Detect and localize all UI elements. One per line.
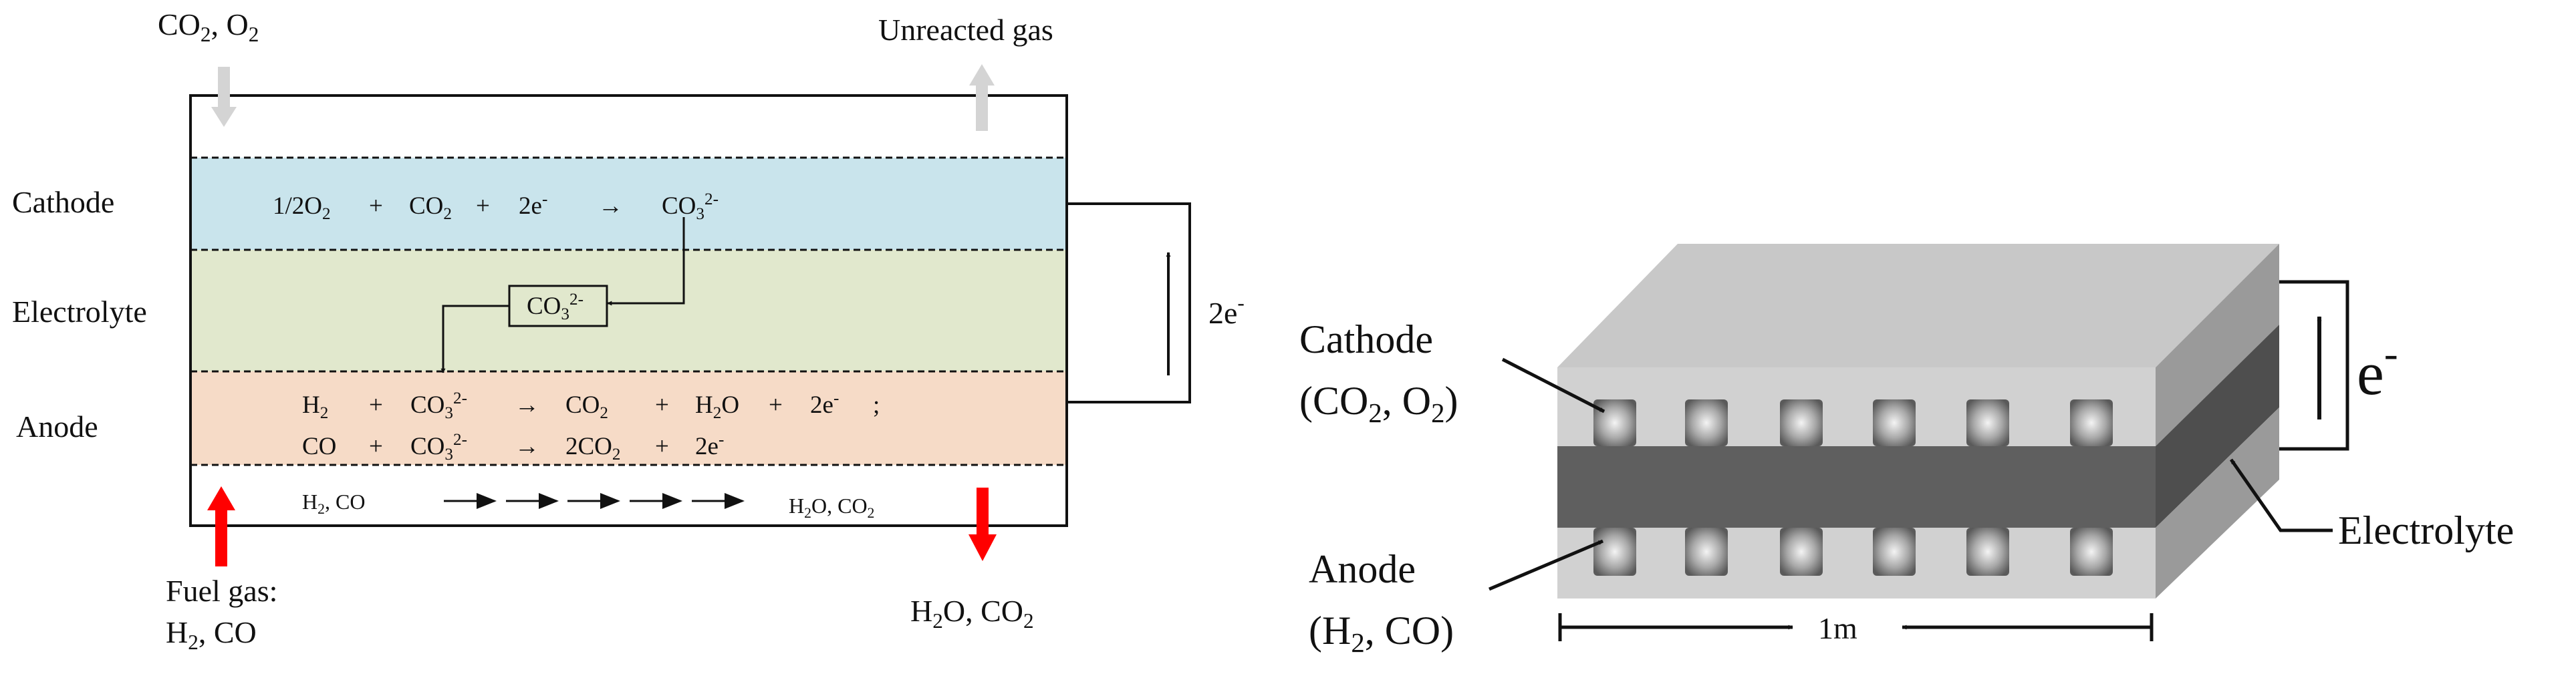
electron-label-right: e- — [2357, 330, 2398, 407]
cathode-inlet-label: CO2, O2 — [158, 7, 259, 46]
unreacted-gas-arrow — [969, 64, 995, 131]
carbonate-ion: CO32- — [527, 291, 584, 323]
block-front-lower — [1557, 528, 2156, 599]
external-circuit — [1067, 202, 1191, 403]
fuel-inlet-arrow — [207, 486, 235, 566]
electrolyte-label: Electrolyte — [12, 295, 147, 329]
layer-separators — [190, 156, 1067, 466]
fuel-gas-label: Fuel gas:H2, CO — [166, 574, 277, 654]
electrolyte-pointer — [2229, 458, 2333, 532]
anode-reaction-1: H2+CO32-→CO2+H2O+2e-; — [302, 389, 880, 422]
cell-3d-block: Cathode(CO2, O2) Anode(H2, CO) Electroly… — [1299, 244, 2514, 658]
block-side-upper — [2156, 244, 2279, 446]
fuel-channel-outlet-text: H2O, CO2 — [789, 494, 874, 521]
fuel-outlet-label: H2O, CO2 — [910, 594, 1034, 633]
unreacted-gas-label: Unreacted gas — [878, 13, 1053, 47]
dimension-label: 1m — [1818, 611, 1857, 645]
cathode-label: Cathode — [12, 185, 114, 219]
anode-label: Anode — [16, 409, 98, 444]
external-circuit-right — [2279, 280, 2349, 451]
cathode-band — [190, 158, 1067, 250]
block-front-electrolyte — [1557, 446, 2156, 528]
electrolyte-band — [190, 250, 1067, 371]
anode-channels — [1593, 528, 2113, 576]
cathode-reaction: 1/2O2+CO2+2e-→CO32- — [273, 190, 719, 223]
electron-label-left: 2e- — [1208, 291, 1245, 330]
carbonate-path-in — [607, 217, 685, 306]
fuel-outlet-arrow — [969, 488, 997, 561]
electrolyte-label-3d: Electrolyte — [2338, 508, 2514, 552]
width-dimension — [1558, 613, 2154, 641]
fuel-channel-inlet-text: H2, CO — [302, 490, 365, 517]
cathode-inlet-arrow — [211, 67, 237, 127]
block-side-electrolyte — [2156, 325, 2279, 528]
block-side-lower — [2156, 407, 2279, 599]
anode-pointer — [1489, 539, 1603, 591]
anode-reaction-2: CO+CO32-→2CO2+2e- — [302, 431, 724, 464]
block-top-face — [1557, 244, 2279, 367]
cathode-pointer — [1501, 357, 1605, 413]
cathode-label-3d: Cathode(CO2, O2) — [1299, 317, 1458, 428]
cell-outline — [189, 94, 1068, 527]
cell-schematic: CO2, O2 Unreacted gas Cathode Electrolyt… — [12, 7, 1245, 654]
cathode-channels — [1593, 399, 2113, 446]
carbonate-path-out — [440, 305, 509, 373]
anode-label-3d: Anode(H2, CO) — [1309, 547, 1454, 658]
anode-band — [190, 371, 1067, 465]
block-front-upper — [1557, 367, 2156, 446]
